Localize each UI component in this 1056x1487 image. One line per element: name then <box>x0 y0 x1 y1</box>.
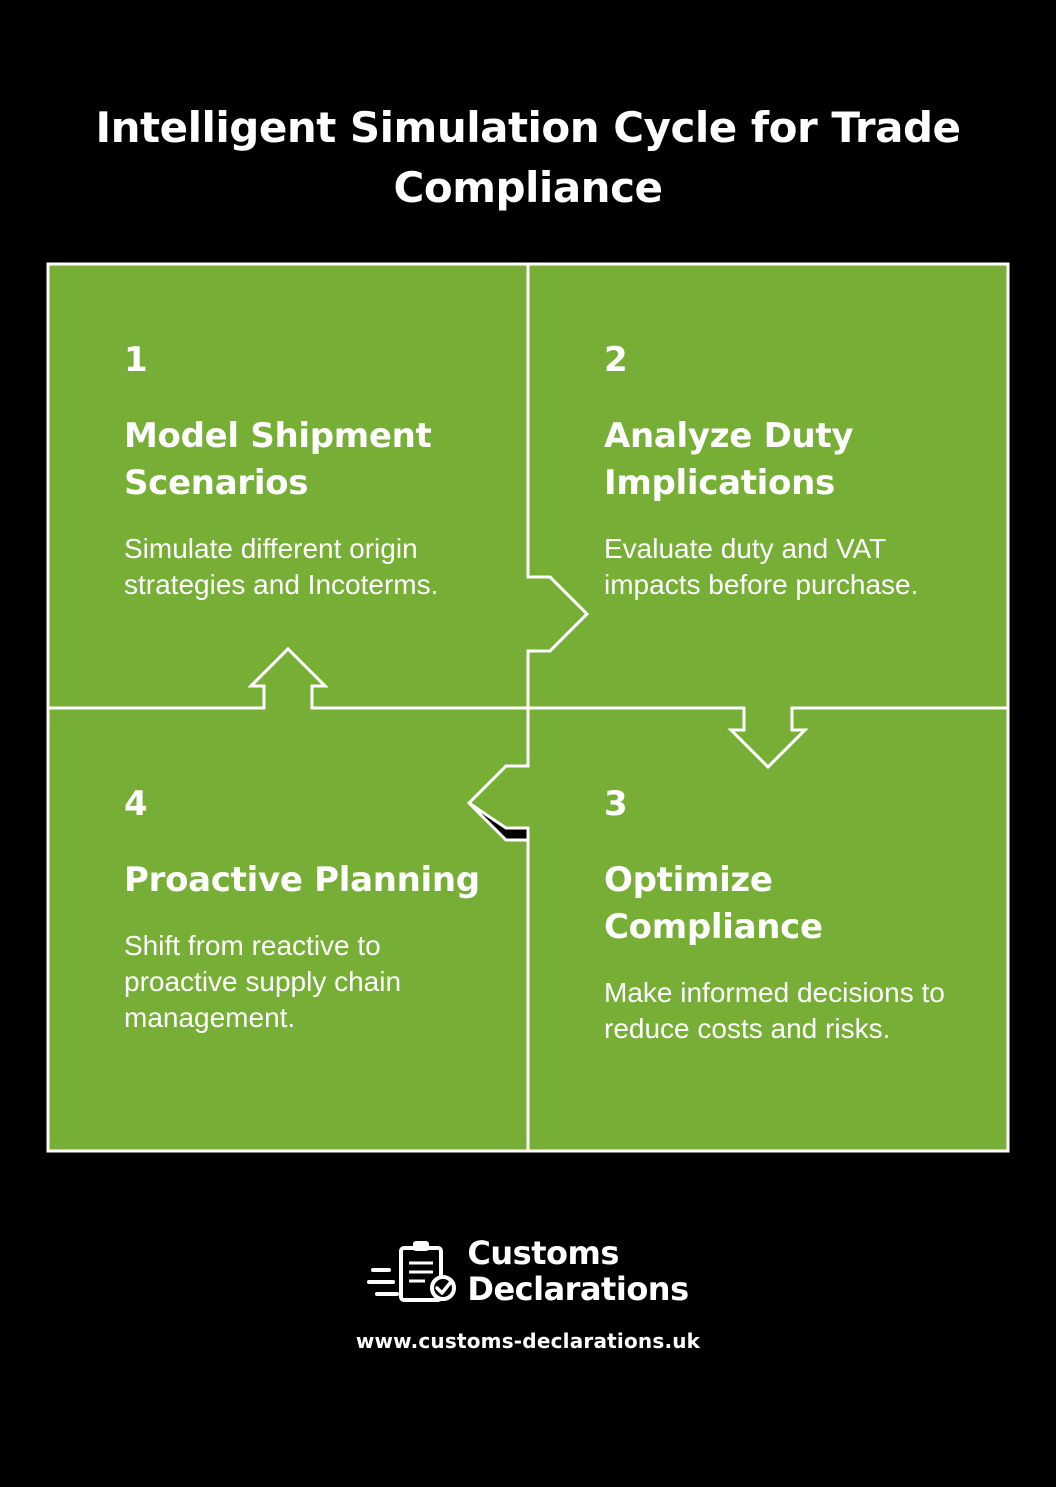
step-heading: Model Shipment Scenarios <box>124 416 432 503</box>
step-number: 3 <box>604 784 628 824</box>
step-heading: Proactive Planning <box>124 860 480 900</box>
step-4: 4 Proactive Planning Shift from reactive… <box>124 784 484 1036</box>
brand-logo[interactable]: Customs Declarations <box>367 1234 689 1308</box>
step-description: Evaluate duty and VAT impacts before pur… <box>604 533 919 600</box>
step-number: 2 <box>604 340 628 380</box>
brand-line-2: Declarations <box>467 1270 689 1308</box>
step-description: Simulate different origin strategies and… <box>124 533 439 600</box>
step-number: 4 <box>124 784 148 824</box>
step-1: 1 Model Shipment Scenarios Simulate diff… <box>124 340 484 603</box>
brand-line-1: Customs <box>467 1234 619 1272</box>
step-description: Make informed decisions to reduce costs … <box>604 977 945 1044</box>
step-2: 2 Analyze Duty Implications Evaluate dut… <box>604 340 964 603</box>
website-link[interactable]: www.customs-declarations.uk <box>355 1329 701 1353</box>
brand-name: Customs Declarations <box>467 1234 689 1308</box>
step-number: 1 <box>124 340 148 380</box>
clipboard-check-icon <box>367 1241 457 1302</box>
step-heading: Optimize Compliance <box>604 860 823 947</box>
step-3: 3 Optimize Compliance Make informed deci… <box>604 784 964 1047</box>
quadrant-4 <box>46 646 530 1153</box>
step-description: Shift from reactive to proactive supply … <box>124 930 402 1033</box>
step-heading: Analyze Duty Implications <box>604 416 854 503</box>
page-title: Intelligent Simulation Cycle for Trade C… <box>95 103 961 212</box>
footer: Customs Declarations www.customs-declara… <box>0 1235 1056 1353</box>
